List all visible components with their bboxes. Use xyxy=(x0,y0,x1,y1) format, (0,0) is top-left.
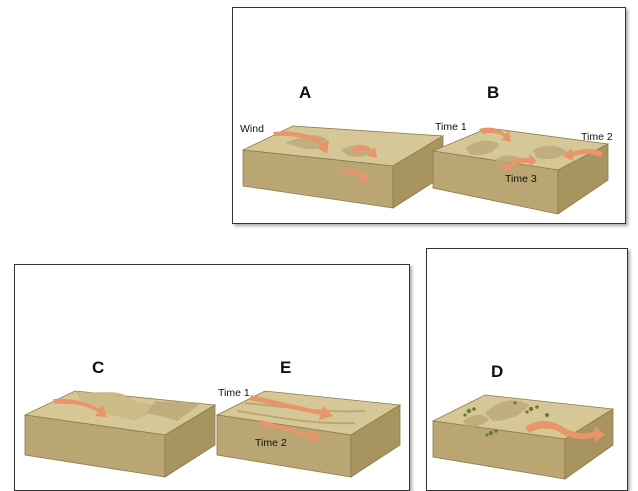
block-b xyxy=(431,127,610,215)
block-c xyxy=(23,390,217,478)
vegetation-clumps xyxy=(463,401,549,437)
panel-ab: A Wind B Time 1 Time 2 Time 3 xyxy=(232,7,626,224)
time2-label-e: Time 2 xyxy=(255,437,287,449)
label-d: D xyxy=(491,362,503,381)
block-d xyxy=(431,394,615,480)
block-e xyxy=(215,390,402,478)
wind-label: Wind xyxy=(240,123,264,135)
label-a: A xyxy=(299,83,311,102)
label-c: C xyxy=(92,358,104,377)
time2-label-b: Time 2 xyxy=(581,131,613,143)
diagram-ab: A Wind B Time 1 Time 2 Time 3 xyxy=(240,83,613,215)
diagram-d: D xyxy=(431,362,615,480)
time1-label-e: Time 1 xyxy=(218,387,250,399)
wind-arrow xyxy=(273,131,329,154)
time3-label-b: Time 3 xyxy=(505,173,537,185)
diagram-ce: C E Time 1 Time 2 xyxy=(23,358,402,478)
label-e: E xyxy=(280,358,291,377)
block-a xyxy=(241,125,445,209)
panel-d: D xyxy=(426,248,628,491)
time1-label-b: Time 1 xyxy=(435,121,467,133)
label-b: B xyxy=(487,83,499,102)
panel-ce: C E Time 1 Time 2 xyxy=(14,264,410,491)
